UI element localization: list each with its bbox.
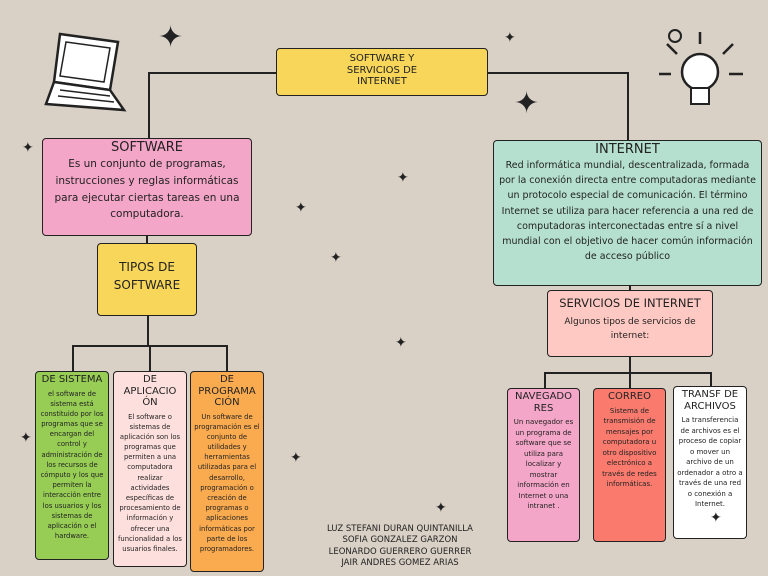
connector — [149, 345, 151, 371]
tipos-title: TIPOS DE SOFTWARE — [113, 260, 181, 292]
star-icon: ✦ — [397, 170, 409, 186]
title-text: SOFTWARE Y SERVICIOS DE INTERNET — [346, 53, 418, 87]
author: JAIR ANDRES GOMEZ ARIAS — [341, 558, 459, 569]
star-icon: ✦ — [22, 140, 34, 156]
connector — [627, 72, 629, 140]
servicios-text: Algunos tipos de servicios de internet: — [564, 317, 696, 342]
item-title: NAVEGADO RES — [514, 391, 572, 414]
tipos-item: DE APLICACIO ÓN El software o sistemas de… — [113, 371, 187, 567]
lightbulb-icon — [659, 29, 743, 105]
sparkle-icon: ✦ — [158, 20, 184, 55]
connector — [544, 372, 546, 388]
servicios-node: SERVICIOS DE INTERNET Algunos tipos de s… — [547, 290, 713, 357]
author: LUZ STEFANI DURAN QUINTANILLA — [326, 524, 474, 534]
tipos-node: TIPOS DE SOFTWARE — [97, 243, 197, 316]
software-title: SOFTWARE — [111, 140, 183, 155]
connector — [488, 72, 628, 74]
connector — [710, 372, 712, 386]
star-icon: ✦ — [395, 335, 407, 351]
connector — [148, 72, 276, 74]
star-icon: ✦ — [504, 30, 516, 46]
item-text: Un navegador es un programa de software … — [513, 418, 574, 510]
servicios-title: SERVICIOS DE INTERNET — [559, 296, 701, 310]
title-node: SOFTWARE Y SERVICIOS DE INTERNET — [276, 48, 488, 96]
item-text: Un software de programación es el conjun… — [194, 412, 260, 553]
star-icon: ✦ — [330, 250, 342, 266]
connector — [629, 372, 631, 388]
item-text: el software de sistema está constituido … — [40, 389, 104, 541]
authors: LUZ STEFANI DURAN QUINTANILLA SOFIA GONZ… — [300, 524, 500, 570]
internet-node: INTERNET Red informática mundial, descen… — [493, 140, 762, 286]
connector — [629, 357, 631, 373]
internet-text: Red informática mundial, descentralizada… — [499, 159, 756, 263]
connector — [147, 316, 149, 346]
item-title: DE SISTEMA — [41, 374, 103, 385]
star-icon: ✦ — [710, 510, 722, 526]
item-text: Sistema de transmisión de mensajes por c… — [602, 406, 657, 489]
star-icon: ✦ — [290, 450, 302, 466]
servicios-item: CORREO Sistema de transmisión de mensajes… — [593, 388, 666, 542]
item-title: CORREO — [608, 391, 651, 402]
item-title: DE APLICACIO ÓN — [123, 374, 177, 408]
software-node: SOFTWARE Es un conjunto de programas, in… — [42, 138, 252, 236]
item-text: La transferencia de archivos es el proce… — [677, 416, 743, 508]
servicios-item: TRANSF DE ARCHIVOS La transferencia de ar… — [673, 386, 747, 539]
laptop-icon — [44, 32, 127, 112]
author: LEONARDO GUERRERO GUERRER — [328, 546, 472, 557]
item-text: El software o sistemas de aplicación son… — [118, 412, 182, 553]
connector — [72, 345, 74, 371]
connector — [544, 372, 711, 374]
software-text: Es un conjunto de programas, instruccion… — [54, 157, 240, 221]
connector — [629, 286, 631, 291]
tipos-item: DE PROGRAMA CIÓN Un software de programac… — [190, 371, 264, 572]
star-icon: ✦ — [295, 200, 307, 216]
item-title: DE PROGRAMA CIÓN — [198, 374, 256, 408]
connector — [146, 236, 148, 244]
star-icon: ✦ — [20, 430, 32, 446]
author: SOFIA GONZALEZ GARZON — [342, 535, 458, 546]
tipos-item: DE SISTEMA el software de sistema está co… — [35, 371, 109, 560]
internet-title: INTERNET — [595, 142, 660, 157]
connector — [226, 345, 228, 371]
servicios-item: NAVEGADO RES Un navegador es un programa … — [507, 388, 580, 542]
star-icon: ✦ — [435, 500, 447, 516]
connector — [148, 72, 150, 138]
item-title: TRANSF DE ARCHIVOS — [681, 389, 739, 412]
sparkle-icon: ✦ — [514, 86, 540, 121]
